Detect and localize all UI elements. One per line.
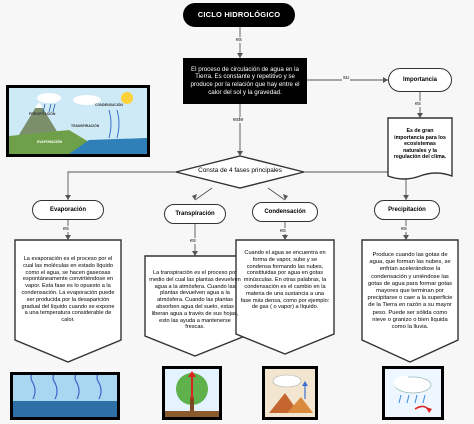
- importance-label: Importancia: [402, 77, 437, 83]
- definition-box: El proceso de circulación de agua en la …: [183, 58, 307, 104]
- connector-label-es: es: [62, 226, 70, 232]
- precipitation-illustration: [382, 366, 444, 420]
- phase-label: Condensación: [264, 209, 306, 215]
- precipitation-textbox: [361, 239, 459, 363]
- cloud-icon: [73, 95, 101, 105]
- connector-label-es: es: [189, 238, 197, 244]
- condensation-illustration: [262, 366, 318, 420]
- importance-textbox: [387, 117, 453, 180]
- arrow-head: [192, 194, 197, 200]
- importance-text: Es de gran importancia para los ecosiste…: [393, 128, 447, 161]
- evaporation-illustration: [10, 372, 120, 420]
- transpiration-illustration: [162, 366, 222, 420]
- cloud-icon: [37, 93, 61, 103]
- condensation-text: Cuando el agua se encuentra en forma de …: [240, 250, 330, 311]
- phases-heading: Consta de 4 fases principales: [198, 167, 282, 174]
- phase-evaporation: Evaporación: [32, 200, 104, 220]
- phases-diamond: [175, 155, 305, 189]
- phase-precipitation: Precipitación: [374, 200, 440, 220]
- arrow-head: [65, 235, 71, 240]
- connector-label-es: es: [400, 226, 408, 232]
- phase-label: Transpiración: [175, 211, 215, 217]
- arrow-head: [283, 194, 288, 200]
- arrow-head: [237, 53, 243, 58]
- diagram-title: CICLO HIDROLÓGICO: [183, 3, 295, 27]
- precipitation-text: Produce cuando las gotas de agua, que fo…: [367, 252, 453, 331]
- illustration-label: TRANSPIRACIÓN: [71, 124, 100, 128]
- arrow-head: [192, 251, 198, 256]
- evaporation-text: La evaporación es el proceso por el cual…: [21, 256, 115, 324]
- phase-condensation: Condensación: [252, 202, 318, 222]
- illustration-label: CONDENSACIÓN: [95, 103, 123, 107]
- arrow-head: [282, 235, 288, 240]
- condensation-textbox: [235, 239, 335, 355]
- arrow-head: [403, 195, 409, 200]
- water-cycle-illustration: CONDENSACIÓN PRECIPITACIÓN TRANSPIRACIÓN…: [6, 85, 150, 157]
- arrow-head: [403, 235, 409, 240]
- phase-transpiration: Transpiración: [164, 204, 226, 224]
- transpiration-textbox: [144, 255, 246, 357]
- connector-label-es: es: [279, 228, 287, 234]
- illustration-label: PRECIPITACIÓN: [29, 112, 56, 116]
- connector-label-su: su: [342, 75, 350, 81]
- connector-label-es: es: [235, 37, 243, 43]
- arrow-head: [383, 77, 388, 83]
- sun-icon: [121, 92, 133, 104]
- arrow-head: [417, 113, 423, 118]
- arrow-head: [65, 195, 71, 200]
- transpiration-text: La transpiración es el proceso por medio…: [149, 270, 241, 331]
- phase-label: Evaporación: [49, 207, 86, 213]
- phase-label: Precipitación: [388, 207, 426, 213]
- importance-node: Importancia: [388, 68, 452, 92]
- evaporation-textbox: [14, 239, 122, 363]
- mountain-icon: [17, 102, 61, 138]
- illustration-label: EVAPORACIÓN: [37, 140, 62, 144]
- arrow-head: [237, 151, 243, 156]
- connector-label-este: este: [232, 117, 245, 123]
- connector-label-es: es: [414, 101, 422, 107]
- definition-text: El proceso de circulación de agua en la …: [190, 65, 300, 96]
